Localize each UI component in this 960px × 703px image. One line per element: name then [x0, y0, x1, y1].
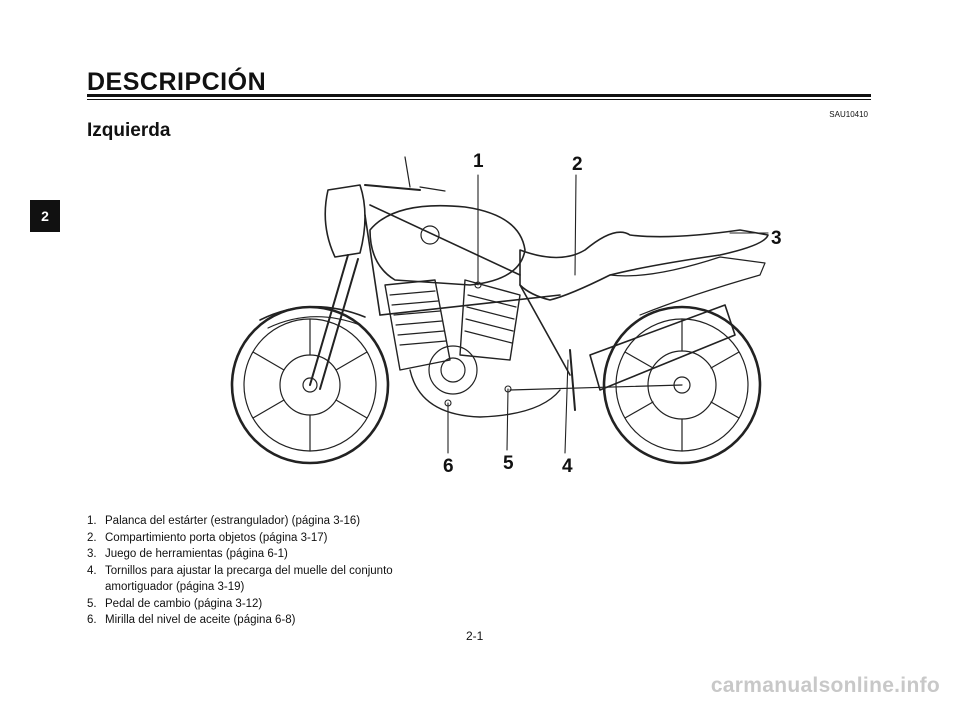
rear-shock: [569, 349, 576, 411]
list-item-number: 3.: [87, 548, 97, 560]
list-item-text: Compartimiento porta objetos (página 3-1…: [105, 531, 328, 544]
section-heading: Izquierda: [87, 120, 171, 141]
list-item-number: 4.: [87, 564, 97, 577]
swingarm: [509, 384, 683, 391]
list-item: 3. Juego de herramientas (página 6-1): [87, 546, 445, 563]
list-item: 5. Pedal de cambio (página 3-12): [87, 596, 445, 613]
list-item-text: Pedal de cambio (página 3-12): [105, 597, 263, 610]
list-item-text: Juego de herramientas (página 6-1): [105, 548, 288, 560]
tank-emblem: [420, 225, 440, 245]
exhaust-muffler: [589, 304, 736, 391]
list-item-number: 6.: [87, 614, 97, 626]
parts-list: 1. Palanca del estárter (estrangulador) …: [87, 513, 445, 629]
fuel-tank: [369, 204, 526, 286]
callout-label-6: 6: [443, 456, 454, 477]
motorcycle-illustration: [230, 156, 769, 465]
rear-wheel: [602, 305, 762, 465]
list-item-number: 2.: [87, 531, 97, 544]
list-item-text: Palanca del estárter (estrangulador) (pá…: [105, 515, 361, 527]
list-item: 1. Palanca del estárter (estrangulador) …: [87, 513, 445, 530]
list-item-number: 5.: [87, 597, 97, 610]
callout-label-4: 4: [562, 456, 573, 477]
motorcycle-diagram: [220, 145, 800, 480]
callout-label-5: 5: [503, 453, 514, 474]
engine: [384, 279, 561, 418]
list-item-text: Tornillos para ajustar la precarga del m…: [105, 564, 393, 594]
list-item: 4. Tornillos para ajustar la precarga de…: [87, 563, 445, 596]
page-title: DESCRIPCIÓN: [87, 68, 267, 96]
list-item-text: Mirilla del nivel de aceite (página 6-8): [105, 614, 296, 626]
callout-label-2: 2: [572, 154, 583, 175]
callout-label-3: 3: [771, 228, 782, 249]
frame: [364, 204, 571, 376]
callout-label-1: 1: [473, 151, 484, 172]
front-fork: [259, 254, 366, 390]
list-item: 2. Compartimiento porta objetos (página …: [87, 530, 445, 547]
page-number: 2-1: [466, 629, 484, 643]
watermark: carmanualsonline.info: [710, 674, 940, 697]
document-code: SAU10410: [829, 110, 868, 119]
chapter-tab: 2: [30, 200, 60, 232]
front-cowl: [324, 156, 446, 258]
list-item-number: 1.: [87, 515, 97, 527]
title-rule: [87, 94, 871, 97]
callout-leader-lines: [444, 174, 769, 454]
tail-section: [609, 256, 766, 316]
list-item: 6. Mirilla del nivel de aceite (página 6…: [87, 612, 445, 629]
seat: [519, 229, 769, 301]
title-rule-thin: [87, 99, 871, 100]
